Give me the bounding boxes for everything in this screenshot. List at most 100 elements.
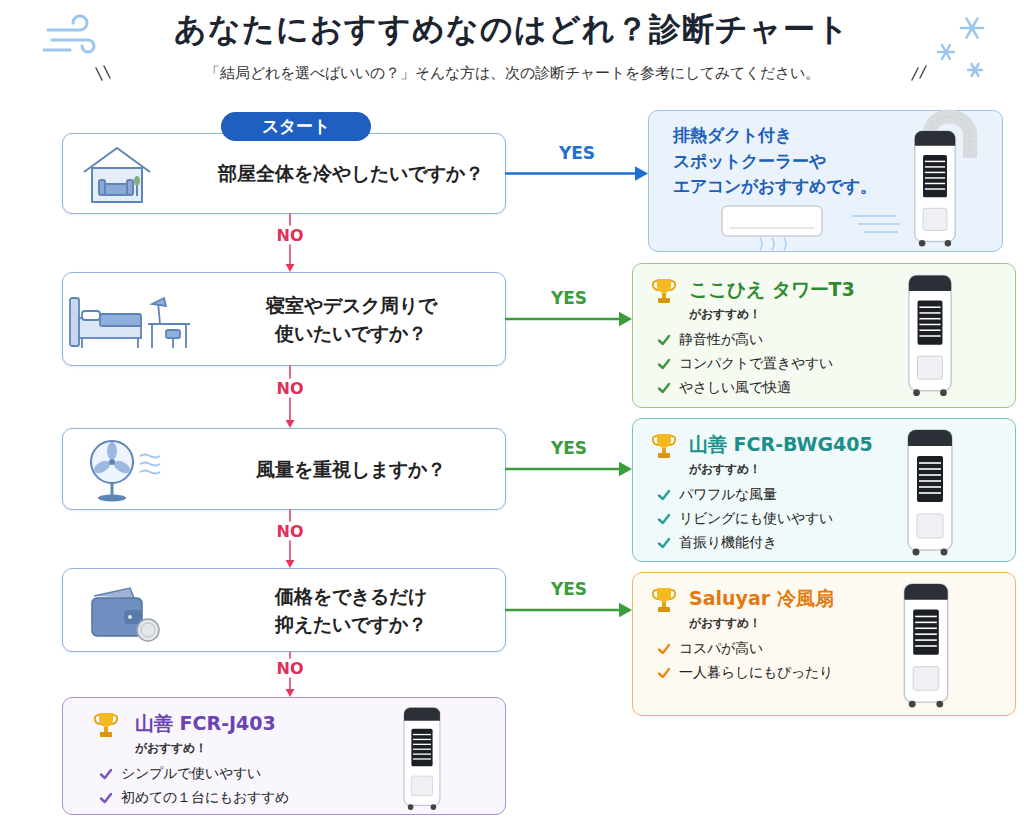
feature-text: コンパクトで置きやすい — [679, 355, 833, 373]
edge-label: YES — [555, 143, 599, 163]
feature-text: 首振り機能付き — [679, 534, 777, 552]
snowflake-icon-part-part — [961, 27, 983, 30]
recommend-tag: がおすすめ！ — [689, 461, 761, 478]
question-text: 部屋全体を冷やしたいですか？ — [218, 159, 484, 188]
arrow-line — [506, 609, 622, 612]
question-body: 寝室やデスク周りで 使いたいですか？ — [213, 273, 489, 365]
check-icon — [657, 642, 671, 656]
subtitle-accent-part — [912, 68, 918, 80]
snowflake-icon — [938, 19, 983, 77]
recommend-tag: がおすすめ！ — [689, 306, 761, 323]
arrow-head — [286, 560, 295, 568]
check-icon — [99, 767, 113, 781]
edge-label: NO — [273, 379, 308, 398]
feature-text: コスパが高い — [679, 640, 763, 658]
question-body: 価格をできるだけ 抑えたいですか？ — [213, 569, 489, 651]
wind-icon-part — [48, 16, 87, 30]
trophy-cup — [99, 713, 113, 727]
trophy-stem — [662, 293, 666, 298]
snowflake-icon-part-part — [972, 64, 979, 76]
question-body: 部屋全体を冷やしたいですか？ — [213, 134, 489, 213]
recommend-tag: がおすすめ！ — [689, 615, 761, 632]
check-icon — [99, 791, 113, 805]
feature-item: 初めての１台にもおすすめ — [99, 786, 289, 810]
question-text: 寝室やデスク周りで 使いたいですか？ — [213, 291, 489, 348]
info-box: 排熱ダクト付き スポットクーラーや エアコンがおすすめです。 — [648, 110, 1003, 252]
trophy-stem — [662, 448, 666, 453]
product-name: 山善 FCR-BWG405 — [689, 432, 873, 458]
wind-icon-part — [52, 40, 94, 52]
feature-list: シンプルで使いやすい初めての１台にもおすすめ — [99, 762, 289, 810]
check-stroke — [659, 336, 669, 344]
check-icon — [657, 333, 671, 347]
feature-item: コンパクトで置きやすい — [657, 352, 833, 376]
subtitle-accent-part — [920, 66, 926, 78]
check-stroke — [101, 770, 111, 778]
snowflake-icon-part-part — [942, 45, 950, 59]
question-text: 風量を重視しますか？ — [256, 455, 446, 484]
check-stroke — [659, 384, 669, 392]
feature-list: 静音性が高いコンパクトで置きやすいやさしい風で快適 — [657, 328, 833, 400]
question-box: 風量を重視しますか？ — [62, 428, 506, 510]
check-icon — [657, 512, 671, 526]
check-stroke — [659, 491, 669, 499]
check-icon — [657, 381, 671, 395]
check-stroke — [659, 645, 669, 653]
flow-arrow — [506, 166, 648, 180]
check-icon — [657, 666, 671, 680]
edge-label: NO — [273, 521, 308, 540]
check-stroke — [659, 539, 669, 547]
flow-arrow — [506, 603, 632, 617]
check-icon — [657, 357, 671, 371]
feature-text: やさしい風で快適 — [679, 379, 791, 397]
trophy-base — [658, 298, 670, 303]
trophy-base — [100, 732, 112, 737]
check-icon — [657, 536, 671, 550]
feature-item: パワフルな風量 — [657, 483, 833, 507]
feature-list: パワフルな風量リビングにも使いやすい首振り機能付き — [657, 483, 833, 555]
trophy-cup — [657, 588, 671, 602]
arrow-line — [506, 172, 638, 175]
wind-icon — [44, 16, 94, 52]
trophy-icon — [649, 276, 679, 306]
trophy-base — [658, 607, 670, 612]
feature-item: 首振り機能付き — [657, 531, 833, 555]
result-box: 山善 FCR-BWG405 がおすすめ！ パワフルな風量リビングにも使いやすい首振り… — [632, 418, 1016, 562]
trophy-icon — [91, 710, 121, 740]
feature-item: やさしい風で快適 — [657, 376, 833, 400]
question-box: 価格をできるだけ 抑えたいですか？ — [62, 568, 506, 652]
snowflake-icon-part — [938, 45, 954, 59]
chart-title: あなたにおすすめなのはどれ？診断チャート — [0, 8, 1024, 52]
product-name: Saluyar 冷風扇 — [689, 586, 834, 612]
feature-text: 一人暮らしにもぴったり — [679, 664, 833, 682]
edge-label: NO — [273, 659, 308, 678]
arrow-head — [286, 264, 295, 272]
snowflake-icon-part-part — [942, 45, 950, 59]
snowflake-icon-part — [968, 64, 982, 76]
question-box: 寝室やデスク周りで 使いたいですか？ — [62, 272, 506, 366]
feature-text: 静音性が高い — [679, 331, 763, 349]
edge-label: YES — [547, 438, 591, 458]
trophy-base — [658, 453, 670, 458]
snowflake-icon-part-part — [968, 69, 982, 72]
snowflake-icon-part-part — [967, 19, 978, 38]
subtitle-text: 「結局どれを選べばいいの？」そんな方は、次の診断チャートを参考にしてみてください… — [0, 64, 1024, 83]
result-box: ここひえ タワーT3がおすすめ！静音性が高いコンパクトで置きやすいやさしい風で快… — [632, 263, 1016, 408]
result-box: 山善 FCR-J403がおすすめ！シンプルで使いやすい初めての１台にもおすすめ — [62, 697, 506, 815]
result-box: Saluyar 冷風扇がおすすめ！ コスパが高い一人暮らしにもぴったり — [632, 572, 1016, 716]
trophy-icon — [649, 431, 679, 461]
trophy-cup — [657, 279, 671, 293]
subtitle-accent-part — [96, 68, 102, 80]
snowflake-icon-part — [961, 19, 983, 38]
feature-text: シンプルで使いやすい — [121, 765, 261, 783]
start-pill: スタート — [221, 112, 371, 141]
feature-text: リビングにも使いやすい — [679, 510, 833, 528]
subtitle-accent-part — [104, 66, 110, 78]
trophy-stem — [104, 727, 108, 732]
question-text: 価格をできるだけ 抑えたいですか？ — [213, 582, 489, 639]
product-name: 山善 FCR-J403 — [135, 711, 276, 737]
arrow-line — [506, 468, 622, 471]
check-stroke — [659, 360, 669, 368]
edge-label: YES — [547, 579, 591, 599]
